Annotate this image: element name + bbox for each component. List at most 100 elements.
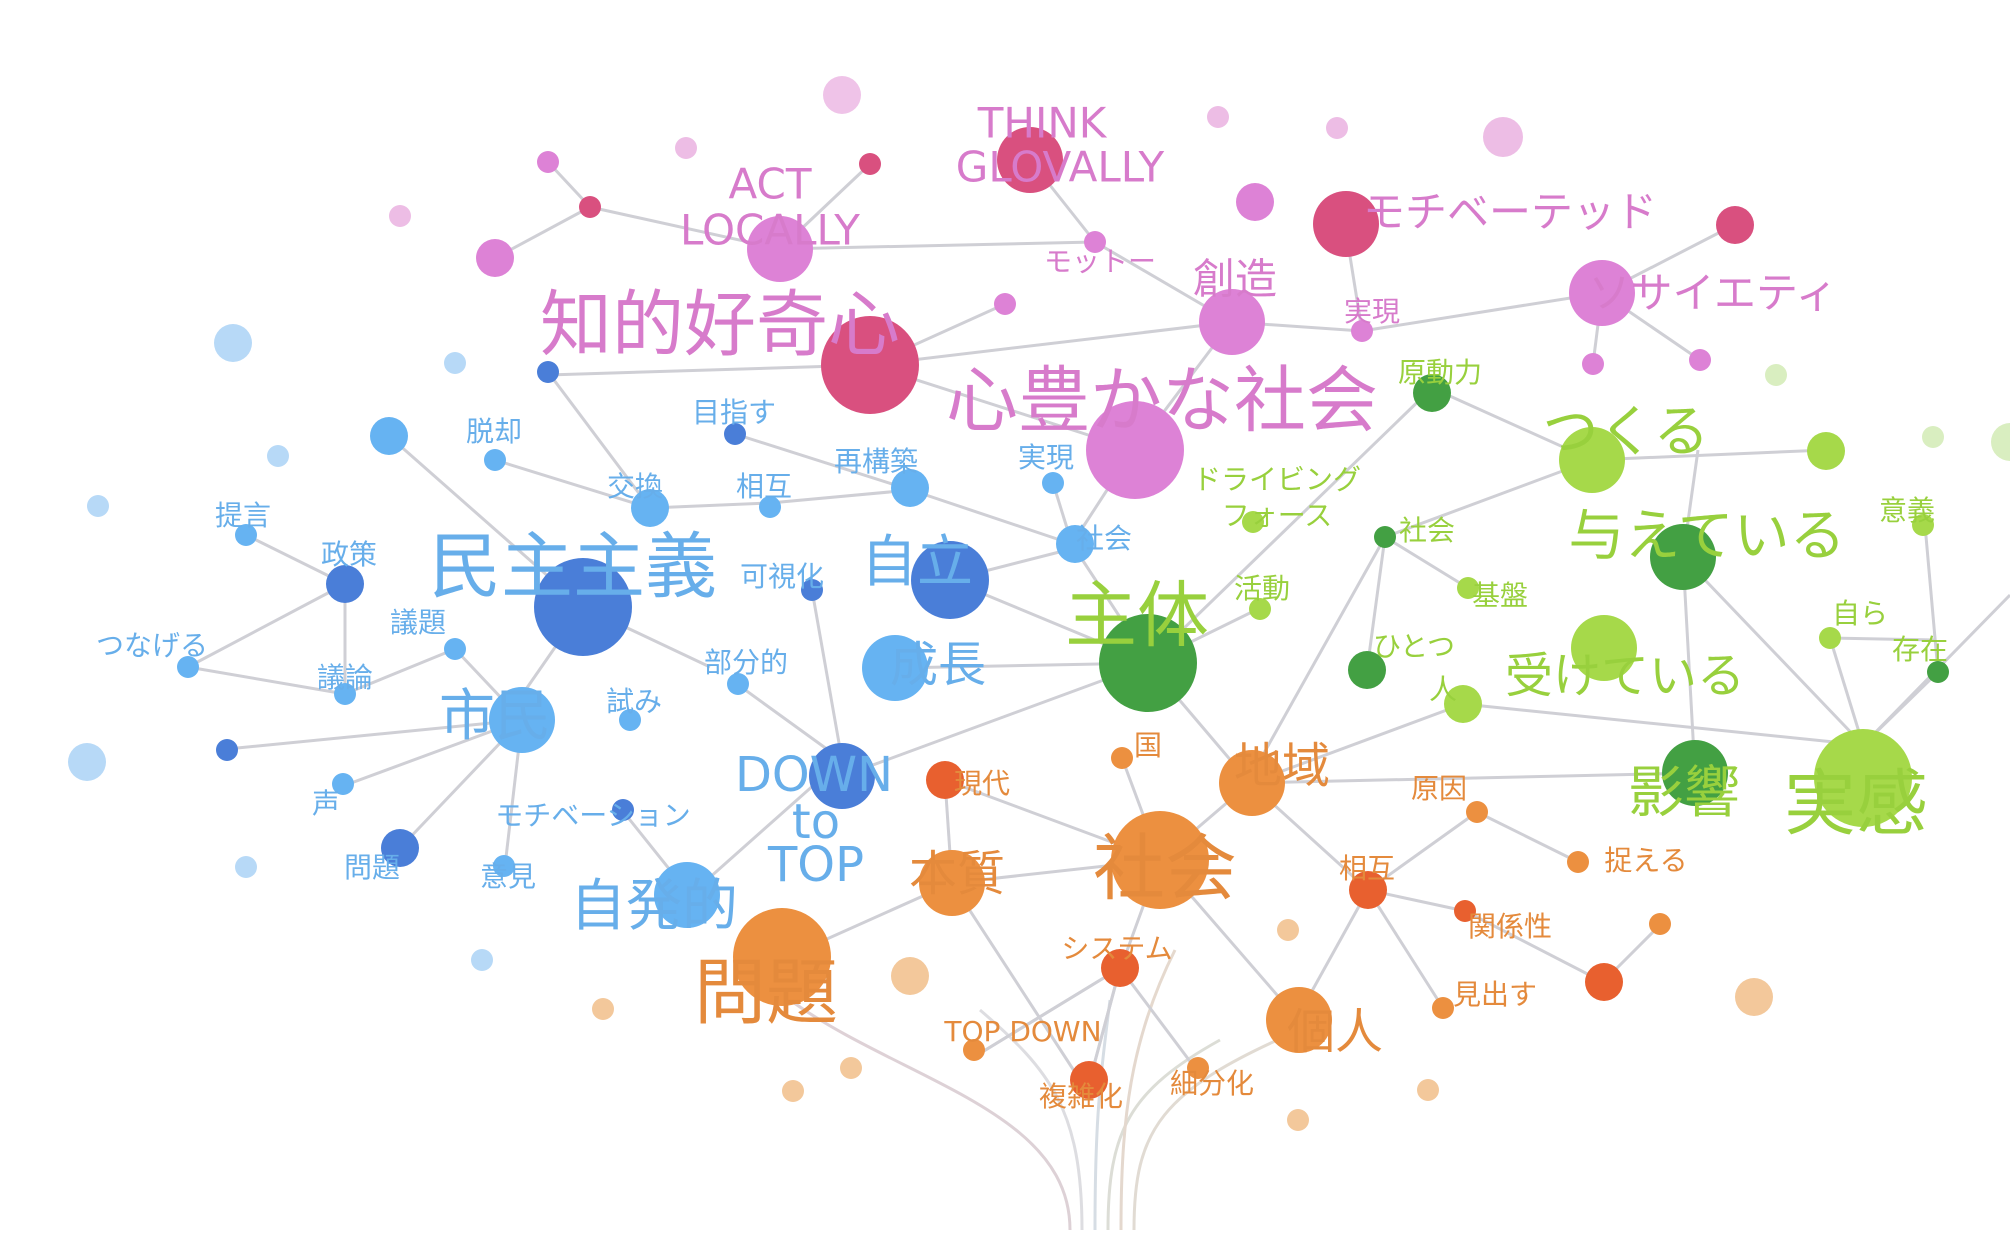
word-label: 捉える	[1604, 844, 1687, 877]
word-label: 心豊かな社会	[946, 359, 1378, 443]
labels: THINK GLOVALLY ACT LOCALLY モチベーテッド モットー …	[96, 99, 1948, 1114]
word-label: 試み	[606, 685, 662, 718]
node	[1287, 1109, 1309, 1131]
node	[1567, 851, 1589, 873]
word-label: つなげる	[96, 629, 208, 662]
word-label: 実現	[1018, 441, 1074, 474]
node	[326, 565, 364, 603]
word-label: モチベーテッド	[1363, 188, 1657, 237]
node	[654, 862, 720, 928]
node	[859, 153, 881, 175]
node	[1242, 511, 1264, 533]
node	[1199, 289, 1265, 355]
node	[1099, 614, 1197, 712]
edge	[1476, 810, 1579, 864]
edge	[649, 501, 771, 510]
word-label: TOP DOWN	[943, 1015, 1101, 1048]
node	[370, 417, 408, 455]
node	[1236, 183, 1274, 221]
node	[537, 361, 559, 383]
word-label: 社会	[1399, 514, 1455, 547]
edge	[226, 718, 523, 751]
word-label: 社会	[1093, 827, 1237, 911]
node	[1111, 811, 1209, 909]
node	[1413, 374, 1451, 412]
node	[862, 635, 928, 701]
node	[733, 908, 831, 1006]
node	[1735, 978, 1773, 1016]
node	[1454, 900, 1476, 922]
node	[1313, 191, 1379, 257]
edge	[1366, 889, 1445, 1009]
edge	[1367, 810, 1478, 892]
node	[444, 352, 466, 374]
node	[1807, 432, 1845, 470]
edge	[1365, 536, 1387, 671]
word-label: 問題	[694, 951, 838, 1035]
node	[493, 855, 515, 877]
word-label: 交換	[607, 470, 663, 503]
node	[1101, 949, 1139, 987]
edge	[1384, 535, 1469, 590]
edge	[973, 966, 1121, 1059]
node	[214, 324, 252, 362]
word-label: 人	[1429, 673, 1457, 706]
edge	[1361, 291, 1603, 333]
node	[471, 949, 493, 971]
word-label: 地域	[1234, 738, 1330, 794]
node	[1765, 364, 1787, 386]
word-label: ACT	[729, 160, 812, 209]
edge	[187, 582, 346, 669]
word-label: 声	[312, 787, 340, 820]
edge	[1249, 771, 1696, 785]
node	[1277, 919, 1299, 941]
edge	[187, 665, 346, 696]
word-label: 受けている	[1505, 648, 1745, 704]
edge	[1681, 555, 1865, 747]
node	[1444, 685, 1482, 723]
node	[177, 656, 199, 678]
word-label: 提言	[215, 499, 271, 532]
word-label: 脱却	[466, 415, 522, 448]
edge	[1828, 637, 1865, 746]
word-label: ソサイエティ	[1588, 269, 1837, 318]
node	[619, 709, 641, 731]
node	[963, 1039, 985, 1061]
edge	[1923, 524, 1940, 673]
edge	[950, 882, 1082, 1081]
node	[476, 239, 514, 277]
node	[1266, 987, 1332, 1053]
node	[1349, 871, 1387, 909]
word-label: DOWN	[735, 747, 893, 803]
node	[631, 489, 669, 527]
word-label: モチベーション	[495, 799, 690, 832]
edge	[769, 488, 912, 505]
edge	[810, 589, 844, 761]
node	[1991, 423, 2010, 461]
trunk-line	[979, 1008, 1084, 1231]
word-label: 細分化	[1170, 1067, 1254, 1100]
word-label: 原因	[1411, 772, 1467, 805]
word-label: 部分的	[704, 646, 788, 679]
word-label: 関係性	[1468, 910, 1552, 943]
word-label: 可視化	[740, 560, 824, 593]
word-label: 実現	[1344, 295, 1400, 328]
node	[1585, 963, 1623, 1001]
edge	[547, 363, 871, 377]
word-label: 与えている	[1568, 504, 1845, 569]
node	[994, 293, 1016, 315]
word-label: つくる	[1543, 400, 1710, 465]
node	[675, 137, 697, 159]
node	[389, 205, 411, 227]
word-label: 目指す	[692, 396, 776, 429]
word-label: 現代	[954, 767, 1010, 800]
node	[747, 216, 813, 282]
node	[537, 151, 559, 173]
word-label: 成長	[890, 637, 986, 693]
edge	[736, 682, 843, 762]
node	[1922, 426, 1944, 448]
node	[235, 524, 257, 546]
word-label: 再構築	[834, 445, 918, 478]
word-label: モットー	[1044, 245, 1156, 278]
